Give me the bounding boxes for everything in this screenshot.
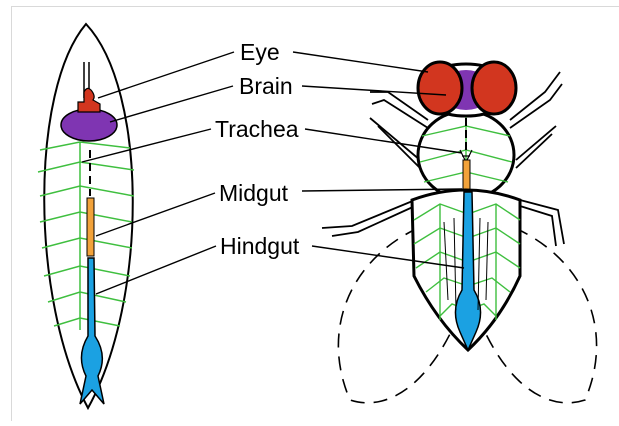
larva-midgut [87,198,94,256]
label-midgut: Midgut [219,180,289,206]
label-eye: Eye [240,39,280,65]
label-trachea: Trachea [215,116,299,142]
fly-left-eye [418,62,462,114]
adult-fly [322,62,597,403]
frame-left-line [11,6,12,421]
label-hindgut: Hindgut [220,233,300,259]
label-brain: Brain [239,73,293,99]
fly-right-eye [472,62,516,114]
larva [38,24,134,408]
frame-top-line [11,6,619,7]
fly-midgut [463,160,470,190]
larva-brain [61,109,117,141]
